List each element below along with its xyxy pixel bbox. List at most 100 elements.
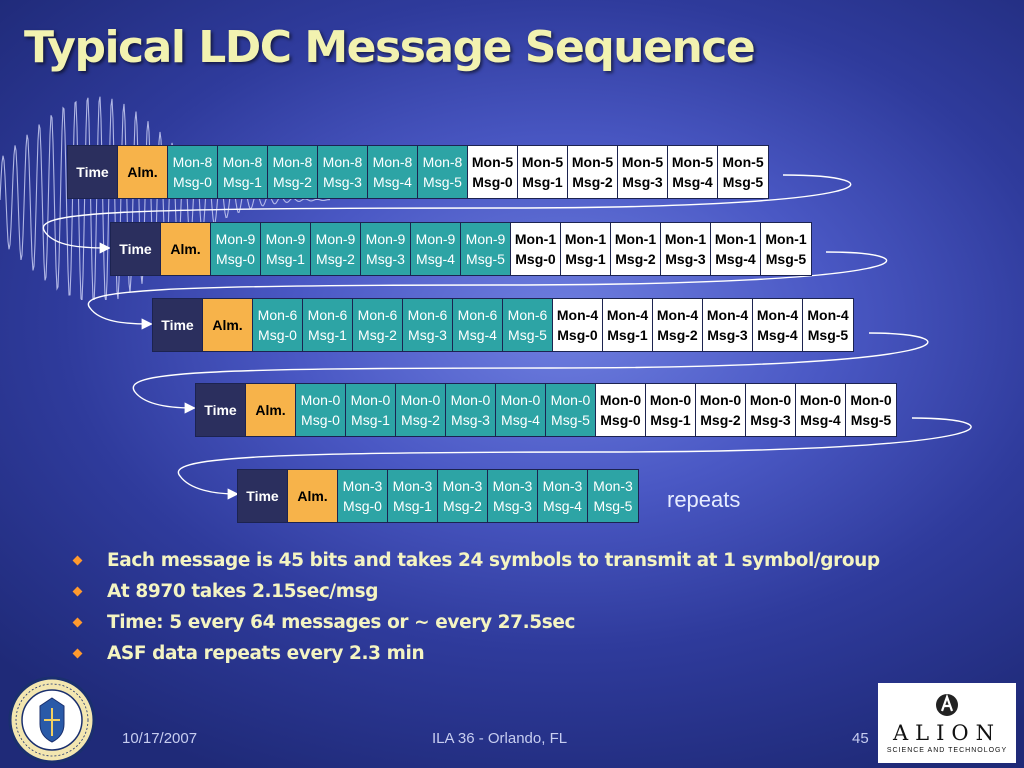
message-label: Msg-4: [416, 251, 455, 267]
message-label: Msg-3: [665, 251, 706, 267]
monitor-label: Mon-6: [257, 307, 298, 323]
monitor-label: Mon-6: [357, 307, 398, 323]
monitor-label: Mon-1: [514, 231, 557, 247]
monitor-label: Mon-3: [593, 478, 633, 494]
monitor-label: Mon-0: [500, 392, 541, 408]
message-label: Msg-4: [373, 174, 412, 190]
time-cell: Time: [68, 146, 118, 198]
time-cell: Time: [238, 470, 288, 522]
coast-guard-academy-seal-logo: [8, 676, 96, 764]
monitor-label: Mon-8: [222, 154, 263, 170]
almanac-cell: Alm.: [161, 223, 211, 275]
footer-date: 10/17/2007: [122, 730, 198, 747]
footer-event: ILA 36 - Orlando, FL: [432, 730, 568, 747]
message-label: Msg-1: [607, 327, 648, 343]
message-label: Msg-3: [622, 174, 663, 190]
monitor-label: Mon-1: [664, 231, 707, 247]
monitor-label: Mon-1: [765, 231, 807, 247]
monitor-label: Mon-5: [571, 154, 614, 170]
time-cell: Time: [196, 384, 246, 436]
monitor-label: Mon-4: [656, 307, 699, 323]
message-label: Msg-5: [850, 412, 892, 428]
monitor-label: Mon-3: [542, 478, 583, 494]
bullet-text: Time: 5 every 64 messages or ~ every 27.…: [107, 612, 576, 633]
message-label: Msg-1: [565, 251, 606, 267]
almanac-cell: Alm.: [288, 470, 338, 522]
message-label: Msg-0: [173, 174, 212, 190]
time-cell: Time: [153, 299, 203, 351]
bullet-item: Time: 5 every 64 messages or ~ every 27.…: [72, 607, 880, 638]
message-label: Msg-3: [750, 412, 791, 428]
alion-logo-name: ALION: [893, 721, 1001, 745]
repeats-label: repeats: [667, 487, 741, 512]
almanac-cell: Alm.: [118, 146, 168, 198]
message-label: Msg-5: [466, 251, 505, 267]
message-label: Msg-5: [423, 174, 462, 190]
diamond-bullet-icon: [72, 586, 83, 597]
monitor-label: Mon-0: [300, 392, 341, 408]
monitor-label: Mon-9: [365, 231, 406, 247]
slide-title: Typical LDC Message Sequence: [24, 22, 756, 73]
monitor-label: Mon-0: [599, 392, 642, 408]
monitor-label: Mon-1: [714, 231, 757, 247]
almanac-cell: Alm.: [246, 384, 296, 436]
bullet-text: At 8970 takes 2.15sec/msg: [107, 581, 379, 602]
bullet-item: At 8970 takes 2.15sec/msg: [72, 576, 880, 607]
monitor-label: Mon-9: [215, 231, 256, 247]
monitor-label: Mon-6: [307, 307, 348, 323]
diamond-bullet-icon: [72, 617, 83, 628]
monitor-label: Mon-9: [415, 231, 456, 247]
bullet-list: Each message is 45 bits and takes 24 sym…: [72, 545, 880, 669]
message-label: Msg-2: [615, 251, 656, 267]
monitor-label: Mon-5: [521, 154, 564, 170]
bullet-text: Each message is 45 bits and takes 24 sym…: [107, 550, 880, 571]
time-cell: Time: [111, 223, 161, 275]
message-label: Msg-5: [593, 498, 633, 514]
monitor-label: Mon-5: [621, 154, 664, 170]
message-label: Msg-0: [216, 251, 255, 267]
message-label: Msg-2: [700, 412, 741, 428]
message-label: Msg-1: [650, 412, 691, 428]
monitor-label: Mon-0: [450, 392, 491, 408]
message-label: Msg-2: [358, 327, 397, 343]
monitor-label: Mon-0: [350, 392, 391, 408]
bullet-text: ASF data repeats every 2.3 min: [107, 643, 425, 664]
monitor-label: Mon-0: [550, 392, 591, 408]
message-label: Msg-2: [443, 498, 482, 514]
monitor-label: Mon-0: [749, 392, 792, 408]
monitor-label: Mon-0: [850, 392, 892, 408]
monitor-label: Mon-0: [799, 392, 842, 408]
message-label: Msg-3: [493, 498, 532, 514]
monitor-label: Mon-5: [471, 154, 514, 170]
alion-mark-icon: [936, 693, 958, 716]
message-label: Msg-1: [308, 327, 347, 343]
footer-page-number: 45: [852, 730, 869, 747]
message-label: Msg-5: [807, 327, 849, 343]
